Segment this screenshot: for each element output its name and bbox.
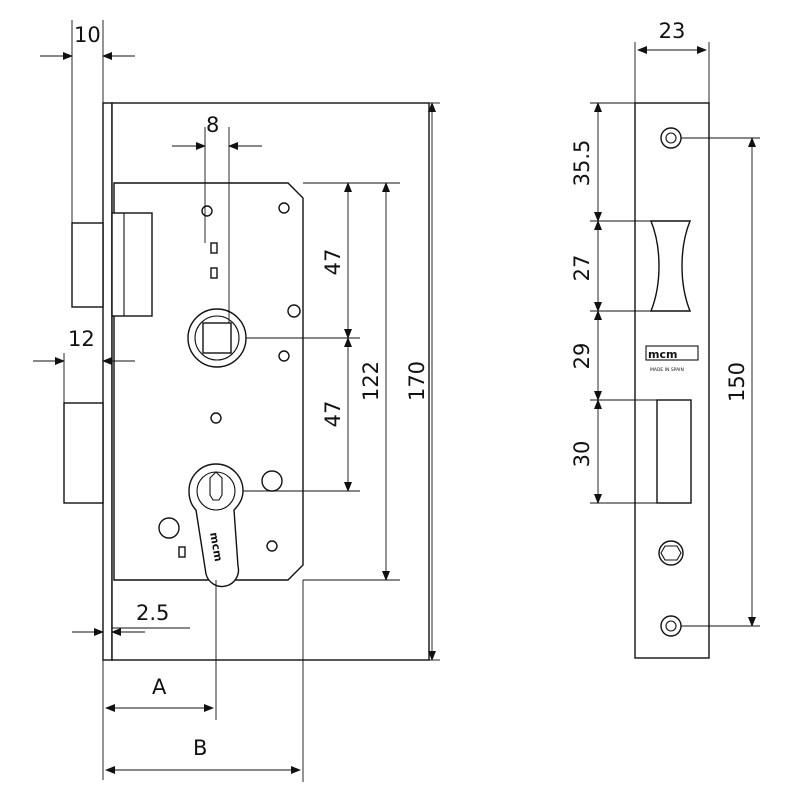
dim-backset-a: A: [152, 675, 167, 699]
dim-latch-to-bolt: 29: [570, 343, 594, 370]
dim-to-latch: 35.5: [570, 140, 594, 187]
side-brand-mark: mcm: [648, 348, 677, 361]
side-origin-text: MADE IN SPAIN: [650, 367, 684, 373]
dead-bolt: [63, 402, 104, 504]
dim-follower-width: 8: [206, 113, 219, 137]
cylinder-brand-mark: mcm: [207, 531, 225, 562]
mechanism-plate: [113, 182, 304, 581]
cylinder-outline: [188, 463, 244, 588]
dim-total-height: 170: [405, 361, 429, 401]
dim-offset: 2.5: [136, 601, 169, 625]
latch-front: [649, 220, 692, 312]
front-view: mcm 10 8 12 47 47 122 170: [33, 20, 440, 782]
faceplate: [102, 102, 113, 661]
dim-faceplate-thickness: 10: [74, 23, 101, 47]
dim-screw-spacing: 150: [725, 362, 749, 402]
dim-width: 23: [659, 19, 686, 43]
dim-spacing-bottom: 47: [321, 401, 345, 428]
dim-inner-height: 122: [359, 361, 383, 401]
dim-bolt-thickness: 12: [68, 327, 95, 351]
latch-bolt: [71, 222, 104, 308]
follower-square: [202, 322, 232, 354]
dim-spacing-top: 47: [321, 249, 345, 276]
latch-housing: [111, 212, 153, 317]
side-view: mcm MADE IN SPAIN 23 35.5 27 29 30 150: [570, 19, 760, 659]
dim-bolt-height: 30: [570, 441, 594, 468]
bolt-front: [656, 399, 692, 504]
dim-backset-b: B: [193, 736, 207, 760]
dim-latch-height: 27: [570, 255, 594, 282]
faceplate-front: [634, 102, 710, 659]
